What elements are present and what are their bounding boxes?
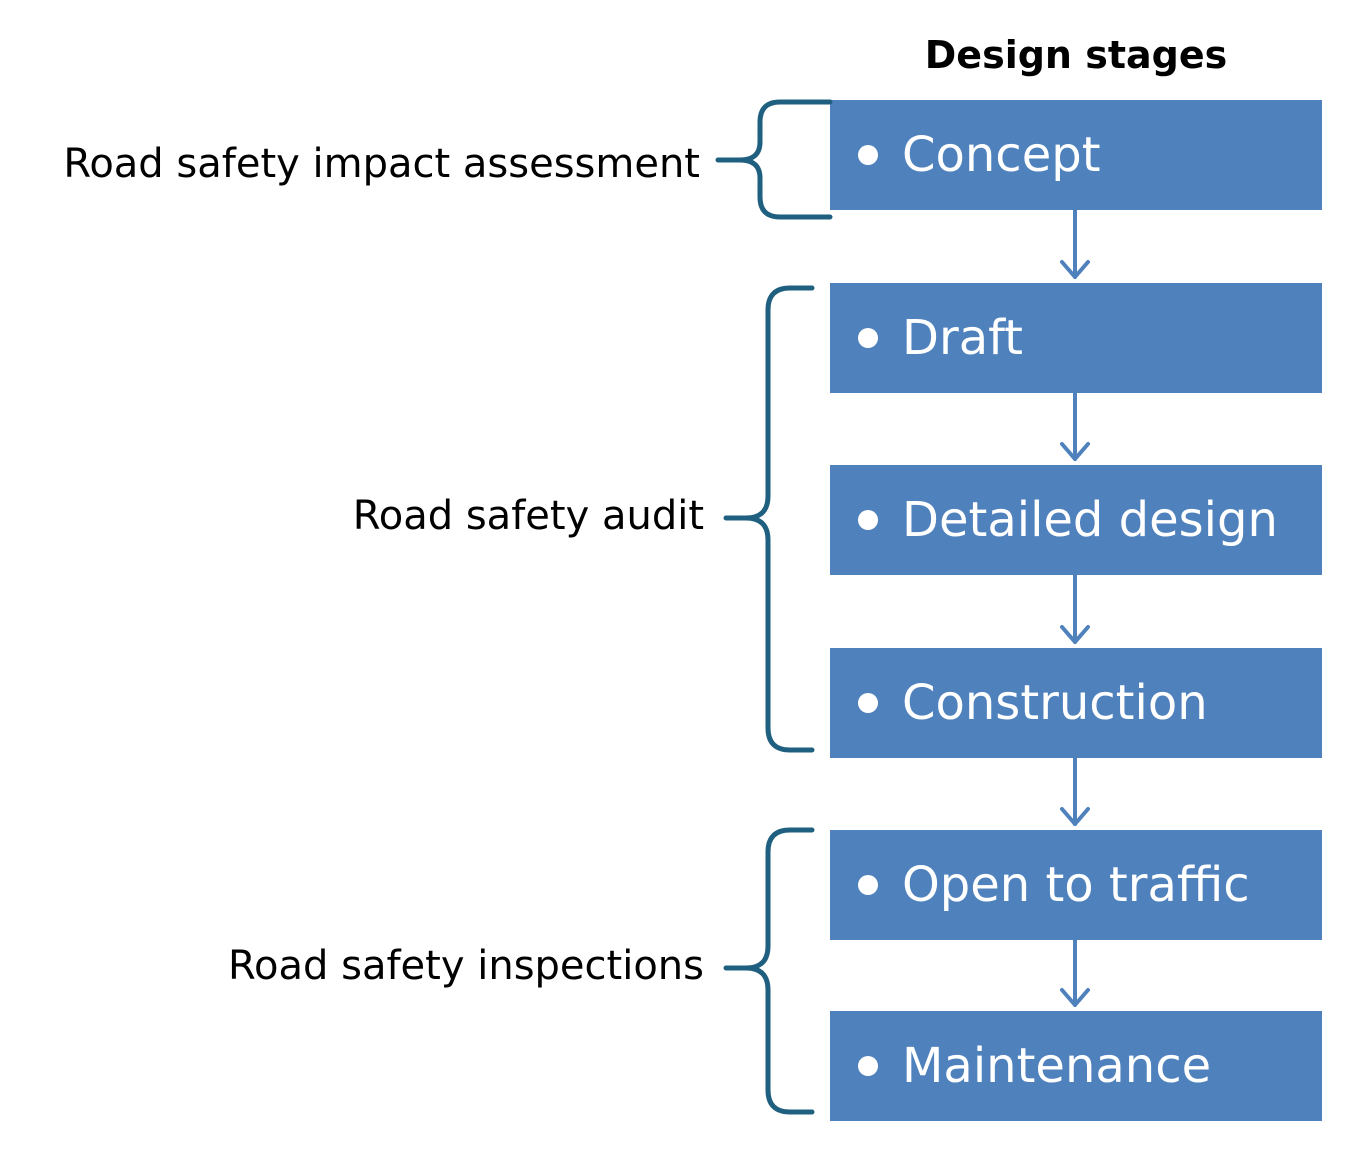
arrow-detailed-design-to-construction <box>1060 573 1090 644</box>
stage-draft: Draft <box>830 283 1322 393</box>
process-label-impact-assessment: Road safety impact assessment <box>63 141 700 187</box>
stage-detailed-design: Detailed design <box>830 465 1322 575</box>
stage-concept: Concept <box>830 100 1322 210</box>
diagram-title: Design stages <box>924 33 1228 77</box>
stage-label: Draft <box>902 310 1023 366</box>
stage-maintenance: Maintenance <box>830 1011 1322 1121</box>
stage-label: Open to traffic <box>902 857 1250 913</box>
bracket-audit <box>723 285 815 753</box>
process-label-inspections: Road safety inspections <box>228 943 704 989</box>
arrow-construction-to-open-to-traffic <box>1060 756 1090 826</box>
stage-construction: Construction <box>830 648 1322 758</box>
bullet-icon <box>858 510 878 530</box>
arrow-open-to-traffic-to-maintenance <box>1060 938 1090 1007</box>
bracket-inspections <box>723 827 815 1115</box>
stage-open-to-traffic: Open to traffic <box>830 830 1322 940</box>
arrow-draft-to-detailed-design <box>1060 391 1090 461</box>
bullet-icon <box>858 145 878 165</box>
process-label-audit: Road safety audit <box>352 493 704 539</box>
stage-label: Concept <box>902 127 1101 183</box>
bracket-impact-assessment <box>715 99 833 220</box>
arrow-concept-to-draft <box>1060 208 1090 279</box>
bullet-icon <box>858 693 878 713</box>
stage-label: Detailed design <box>902 492 1278 548</box>
bullet-icon <box>858 328 878 348</box>
bullet-icon <box>858 875 878 895</box>
stage-label: Construction <box>902 675 1208 731</box>
bullet-icon <box>858 1056 878 1076</box>
stage-label: Maintenance <box>902 1038 1212 1094</box>
